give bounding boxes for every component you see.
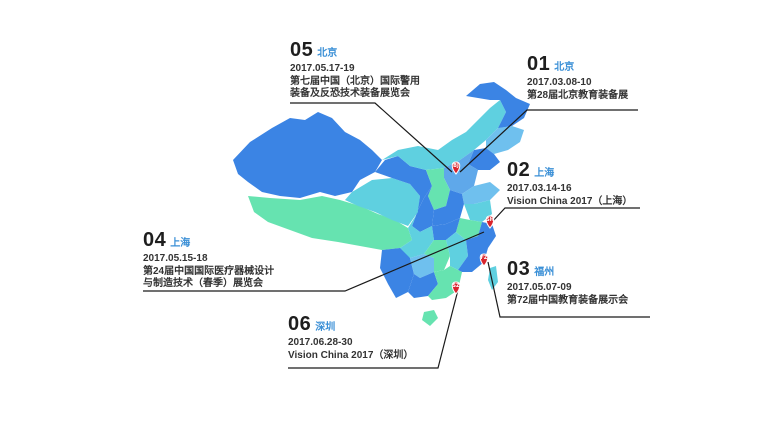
- event-title-line: 第28届北京教育装备展: [527, 89, 629, 101]
- event-city: 北京: [317, 48, 338, 59]
- map-regions: [233, 82, 530, 326]
- leader-lines: [143, 102, 650, 369]
- event-city: 上海: [534, 168, 555, 179]
- map-pins: BJ SH FZ SZ: [451, 161, 495, 295]
- event-number: 02: [507, 159, 531, 181]
- map-pin-icon: [479, 253, 489, 267]
- region-jiangsu: [464, 200, 492, 222]
- region-zhejiang: [478, 222, 496, 248]
- region-guangdong: [428, 266, 462, 300]
- map-pin-sh[interactable]: SH: [485, 215, 495, 229]
- event-number: 05: [290, 39, 314, 61]
- region-shaanxi: [412, 186, 434, 232]
- pin-code-sh: SH: [486, 217, 494, 223]
- event-title-line: Vision China 2017（深圳）: [288, 349, 414, 361]
- region-yunnan: [380, 248, 414, 298]
- region-liaoning: [468, 148, 500, 170]
- event-date: 2017.06.28-30: [288, 337, 353, 348]
- region-hunan: [424, 240, 450, 272]
- event-date: 2017.03.08-10: [527, 77, 592, 88]
- map-pin-icon: [451, 281, 461, 295]
- event-title-line: 与制造技术（春季）展览会: [143, 278, 263, 289]
- event-date: 2017.05.15-18: [143, 253, 208, 264]
- event-title-line: 第72届中国教育装备展示会: [507, 294, 629, 306]
- event-title-line: Vision China 2017（上海）: [507, 195, 633, 207]
- map-pin-sz[interactable]: SZ: [451, 281, 461, 295]
- leader-line-03: [487, 261, 650, 318]
- region-gansu: [375, 156, 432, 210]
- event-city: 上海: [170, 238, 191, 249]
- event-city: 深圳: [315, 322, 336, 333]
- event-title-line: 装备及反恐技术装备展览会: [290, 88, 410, 99]
- event-date: 2017.05.17-19: [290, 63, 355, 74]
- event-number: 01: [527, 53, 551, 75]
- region-shanxi: [426, 168, 450, 210]
- leader-line-05: [290, 102, 453, 173]
- pin-code-sz: SZ: [452, 283, 460, 289]
- event-title-line: 第24届中国国际医疗器械设计: [143, 265, 275, 277]
- region-fujian: [458, 236, 488, 272]
- region-hubei: [432, 218, 460, 240]
- map-pin-icon: [485, 215, 495, 229]
- region-jilin: [486, 126, 524, 154]
- pin-code-fz: FZ: [480, 255, 487, 261]
- region-hainan: [422, 310, 438, 326]
- region-tibet: [248, 196, 412, 250]
- region-xinjiang: [233, 112, 382, 198]
- event-city: 福州: [534, 267, 555, 278]
- leader-line-04: [143, 231, 485, 292]
- region-shandong: [462, 182, 500, 204]
- event-number: 04: [143, 229, 167, 251]
- event-city: 北京: [554, 62, 575, 73]
- region-heilongjiang: [466, 82, 530, 128]
- event-date: 2017.03.14-16: [507, 183, 572, 194]
- leader-line-06: [288, 289, 459, 369]
- event-date: 2017.05.07-09: [507, 282, 572, 293]
- event-number: 06: [288, 313, 312, 335]
- event-number: 03: [507, 258, 531, 280]
- region-anhui: [456, 218, 482, 240]
- region-henan: [432, 190, 464, 226]
- map-pin-bj[interactable]: BJ: [451, 161, 461, 175]
- region-sichuan: [398, 210, 434, 258]
- leader-line-01: [459, 109, 638, 173]
- map-pin-fz[interactable]: FZ: [479, 253, 489, 267]
- map-pin-icon: [451, 161, 461, 175]
- pin-code-bj: BJ: [453, 163, 459, 169]
- region-qinghai: [345, 178, 420, 226]
- event-title-line: 第七届中国（北京）国际警用: [290, 75, 420, 87]
- region-guizhou: [410, 254, 434, 278]
- region-hebei: [444, 150, 478, 194]
- region-inner-mongolia: [382, 100, 506, 170]
- region-guangxi: [408, 272, 438, 298]
- leader-line-02: [491, 207, 640, 223]
